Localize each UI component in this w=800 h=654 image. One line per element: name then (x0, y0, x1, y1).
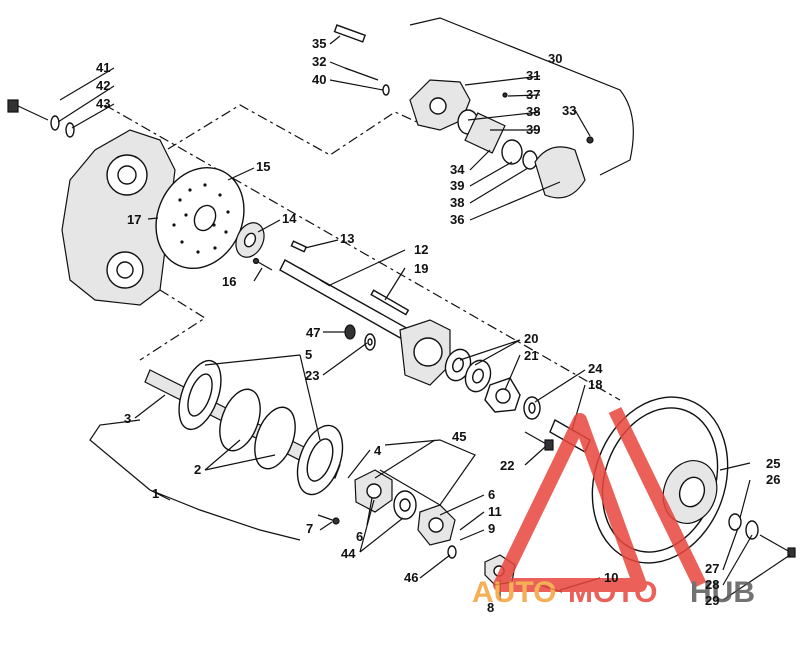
sprocket-25 (591, 396, 729, 564)
callout-24: 24 (588, 361, 603, 376)
callout-12: 12 (414, 242, 428, 257)
bracket-lines (89, 17, 634, 541)
callout-labels: 41 42 43 17 15 14 13 16 12 19 47 5 23 3 … (96, 36, 780, 615)
callout-10: 10 (604, 570, 618, 585)
callout-1: 1 (152, 486, 159, 501)
callout-30: 30 (548, 51, 562, 66)
callout-31: 31 (526, 68, 540, 83)
watermark-hub: HUB (690, 576, 755, 609)
callout-41: 41 (96, 60, 110, 75)
callout-44: 44 (341, 546, 356, 561)
callout-26: 26 (766, 472, 780, 487)
drive-shaft (279, 259, 411, 341)
callout-36: 36 (450, 212, 464, 227)
callout-32: 32 (312, 54, 326, 69)
flange-bearing-45 (354, 469, 456, 546)
track-drive-shaft (144, 359, 344, 496)
callout-3: 3 (124, 411, 131, 426)
callout-22: 22 (500, 458, 514, 473)
callout-42: 42 (96, 78, 110, 93)
callout-2: 2 (194, 462, 201, 477)
callout-9: 9 (488, 521, 495, 536)
callout-17: 17 (127, 212, 141, 227)
bearings-20-21 (444, 348, 521, 413)
callout-45: 45 (452, 429, 466, 444)
callout-33: 33 (562, 103, 576, 118)
callout-6-right: 6 (488, 487, 495, 502)
callout-39-bottom: 39 (450, 178, 464, 193)
callout-18: 18 (588, 377, 602, 392)
brake-caliper-30 (333, 24, 594, 199)
callout-7: 7 (306, 521, 313, 536)
key-13 (290, 240, 308, 253)
callout-29: 29 (705, 593, 719, 608)
callout-8: 8 (487, 600, 494, 615)
callout-35: 35 (312, 36, 326, 51)
callout-38-bottom: 38 (450, 195, 464, 210)
callout-47: 47 (306, 325, 320, 340)
screw-16 (252, 257, 273, 271)
washers-26-27 (728, 513, 796, 558)
callout-13: 13 (340, 231, 354, 246)
callout-4: 4 (374, 443, 382, 458)
callout-6-left: 6 (356, 529, 363, 544)
bolt-41 (7, 99, 75, 138)
callout-27: 27 (705, 561, 719, 576)
leader-lines (57, 35, 791, 601)
callout-43: 43 (96, 96, 110, 111)
watermark-auto: AUTO (472, 576, 556, 609)
brake-disc (155, 166, 245, 270)
callout-15: 15 (256, 159, 270, 174)
gearcase-housing (61, 129, 176, 306)
callout-37: 37 (526, 87, 540, 102)
callout-14: 14 (282, 211, 297, 226)
washers-47-23 (344, 324, 376, 351)
callout-46: 46 (404, 570, 418, 585)
callout-5: 5 (305, 347, 312, 362)
callout-39-top: 39 (526, 122, 540, 137)
callout-11: 11 (488, 504, 502, 519)
callout-28: 28 (705, 577, 719, 592)
callout-19: 19 (414, 261, 428, 276)
centerlines (104, 104, 621, 401)
callout-38-top: 38 (526, 104, 540, 119)
callout-40: 40 (312, 72, 326, 87)
callout-21: 21 (524, 348, 538, 363)
disc-hub (235, 222, 265, 258)
automotohub-watermark: AUTO MOTO HUB (472, 406, 755, 609)
watermark-moto: MOTO (568, 576, 657, 609)
callout-25: 25 (766, 456, 780, 471)
callout-23: 23 (305, 368, 319, 383)
callout-34: 34 (450, 162, 465, 177)
bearing-plate (399, 319, 451, 386)
callout-16: 16 (222, 274, 236, 289)
callout-20: 20 (524, 331, 538, 346)
bolt-22 (524, 431, 554, 451)
